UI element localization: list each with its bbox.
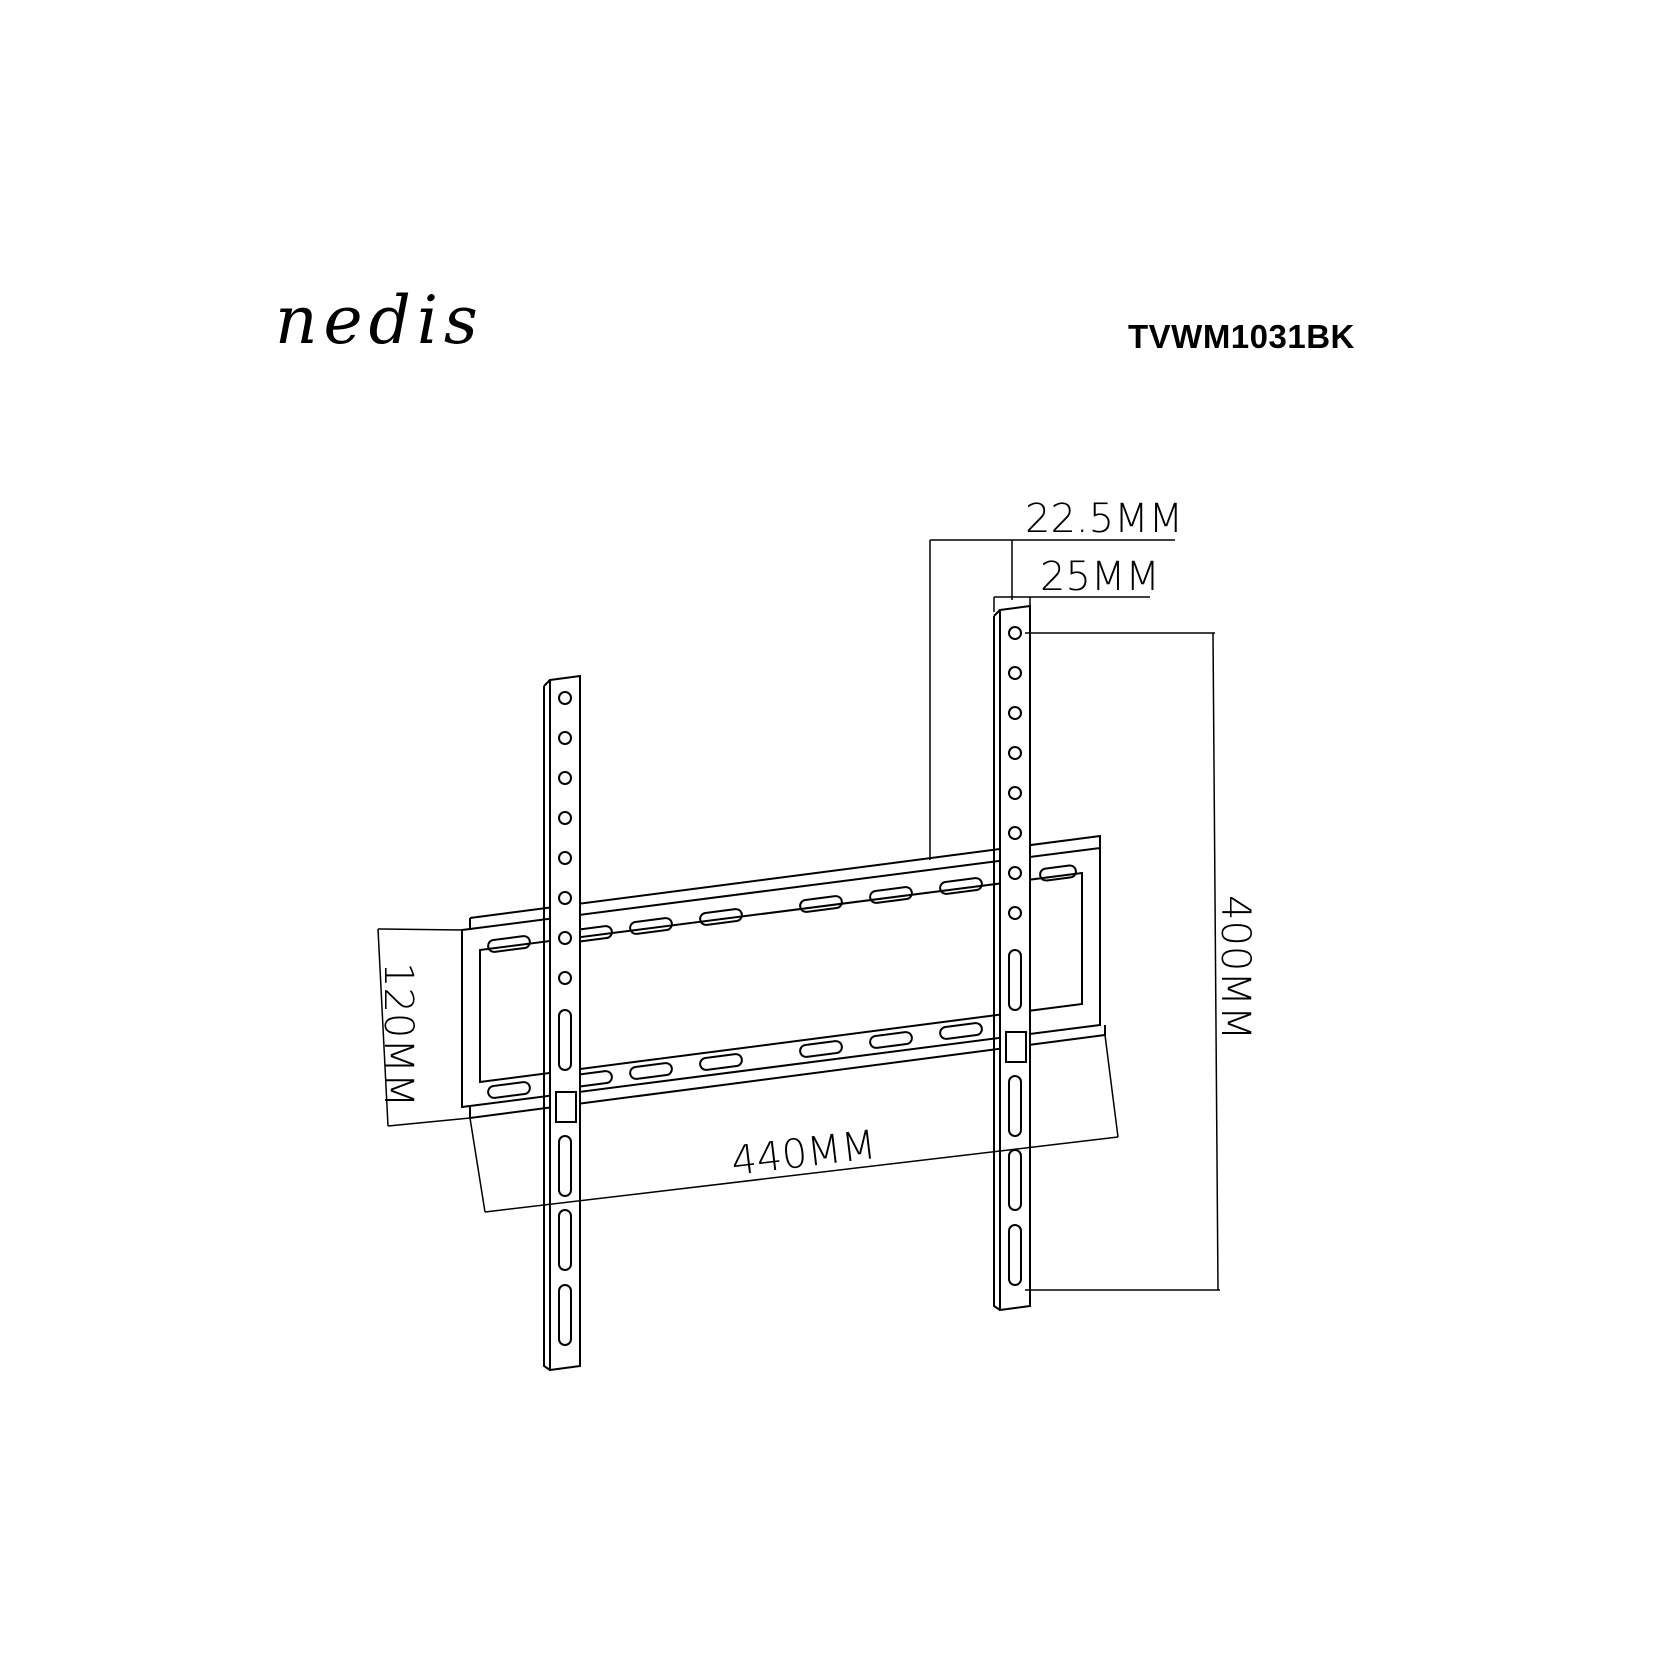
frame-inner-window	[479, 871, 1083, 1084]
dim-label-400mm: 400MM	[1212, 895, 1258, 1040]
frame-bottom-lip	[469, 1025, 1106, 1120]
frame-outline	[461, 846, 1101, 1109]
dim-label-22-5mm: 22.5MM	[1025, 496, 1183, 542]
dim-rail-width-lines	[993, 596, 1150, 612]
right-rail	[993, 604, 1031, 1312]
dim-frame-height-lines	[377, 928, 471, 1127]
model-number: TVWM1031BK	[1128, 318, 1355, 355]
nedis-logo: nedis	[275, 282, 484, 359]
dim-label-25mm: 25MM	[1040, 554, 1160, 600]
dim-label-120mm: 120MM	[375, 962, 421, 1107]
dim-bracket-spacing-lines	[929, 539, 1175, 860]
dim-frame-width-lines	[469, 1034, 1119, 1213]
frame-top-lip	[469, 834, 1101, 919]
dim-vertical-span-lines	[1025, 632, 1220, 1291]
dim-label-440mm: 440MM	[729, 1122, 879, 1185]
left-rail	[543, 674, 581, 1372]
